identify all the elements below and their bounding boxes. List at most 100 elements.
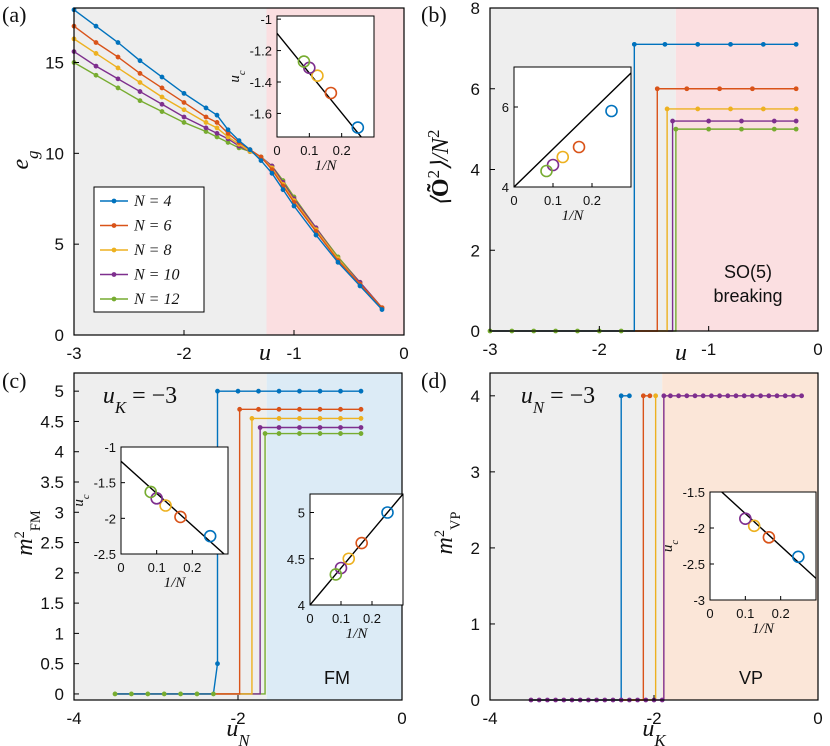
inset-b-point — [572, 140, 586, 154]
data-point-a — [115, 65, 121, 71]
inset-c1-ylabel: uc — [71, 494, 92, 507]
panel-c-ytick-label: 2 — [55, 564, 64, 583]
inset-c1-point — [203, 529, 217, 543]
inset-a-ytick-label: -1.6 — [250, 106, 272, 121]
data-point-a — [203, 105, 209, 111]
data-point-a — [269, 170, 275, 176]
data-point-c — [210, 691, 216, 697]
panel-b-xlabel: u — [675, 340, 687, 366]
inset-a-ytick-label: -1.4 — [250, 75, 272, 90]
inset-c1-ytick-label: -1 — [104, 440, 116, 455]
panel-b-xtick-label: 0 — [813, 340, 822, 359]
data-point-c — [358, 388, 364, 394]
inset-a-xtick-label: 0.2 — [333, 143, 351, 158]
data-point-d — [717, 393, 722, 399]
data-point-a — [159, 101, 165, 107]
data-point-a — [214, 125, 220, 131]
panel-d-xtick-label: 0 — [813, 709, 822, 728]
panel-a-xtick-label: -3 — [66, 344, 81, 363]
data-point-a — [203, 125, 209, 131]
panel-c-ylabel: m2FM — [12, 510, 44, 556]
data-point-c — [338, 416, 343, 421]
data-point-c — [215, 661, 220, 667]
panel-c-ytick-label: 5 — [55, 382, 64, 401]
inset-c2-fit-line — [310, 494, 403, 605]
data-point-a — [203, 120, 209, 125]
inset-d-point — [739, 512, 752, 525]
data-point-c — [358, 431, 364, 436]
data-point-a — [115, 40, 121, 45]
inset-c1-ytick-label: -2.5 — [94, 547, 116, 562]
panel-c-xlabel: uN — [226, 716, 250, 746]
data-point-d — [799, 393, 804, 399]
inset-a-ylabel: uc — [227, 70, 248, 83]
panel-d-xtick-label: -2 — [646, 709, 661, 728]
panel-a-xtick-label: -1 — [286, 344, 301, 363]
panel-c-ytick-label: 1.5 — [40, 594, 64, 613]
panel-c-label: (c) — [2, 368, 26, 393]
data-point-d — [661, 393, 667, 399]
data-point-c — [276, 416, 282, 421]
data-point-c — [276, 406, 282, 412]
inset-a-background — [276, 15, 375, 138]
data-point-c — [297, 425, 302, 430]
data-point-a — [357, 283, 363, 289]
data-point-c — [338, 406, 343, 412]
data-point-a — [93, 51, 99, 56]
legend-marker — [111, 198, 117, 204]
inset-c2-ytick-label: 4.5 — [287, 552, 305, 567]
data-point-a — [159, 74, 165, 80]
data-point-a — [313, 232, 319, 238]
data-point-c — [358, 425, 364, 430]
data-point-a — [137, 58, 143, 64]
inset-b-xtick-label: 0.2 — [583, 193, 601, 208]
data-point-c — [297, 416, 302, 421]
panel-b-xtick-label: -2 — [592, 340, 607, 359]
inset-d-point — [747, 519, 761, 533]
data-point-b — [793, 86, 799, 92]
panel-c-ytick-label: 1 — [55, 624, 64, 643]
data-point-a — [291, 203, 297, 209]
data-point-a — [280, 187, 286, 193]
legend-entry: N = 8 — [133, 242, 171, 259]
data-point-c — [317, 388, 323, 394]
data-point-d — [741, 393, 747, 399]
panel-b-label: (b) — [421, 2, 447, 27]
inset-d-background — [709, 491, 817, 601]
data-point-d — [653, 393, 659, 399]
panel-a-xtick-label: 0 — [399, 344, 408, 363]
data-point-c — [262, 431, 268, 436]
legend-marker — [111, 223, 117, 228]
data-point-c — [128, 691, 134, 697]
data-point-b — [728, 106, 733, 112]
data-point-b — [631, 41, 637, 47]
data-point-c — [317, 431, 323, 436]
data-point-c — [338, 425, 343, 430]
data-point-a — [225, 127, 231, 133]
inset-a-point — [324, 86, 338, 100]
data-point-d — [692, 393, 698, 399]
inset-c1-ytick-label: -1.5 — [94, 476, 116, 491]
data-point-a — [214, 130, 220, 136]
data-point-a — [137, 98, 143, 104]
inset-b-point — [556, 150, 570, 164]
region-label-vp: VP — [739, 668, 763, 688]
panel-a-ytick-label: 15 — [45, 54, 64, 73]
data-point-b — [670, 118, 675, 124]
inset-d-point — [762, 531, 776, 544]
data-point-a — [379, 307, 385, 312]
data-point-b — [662, 41, 668, 47]
data-point-d — [791, 393, 796, 399]
inset-b-point — [605, 104, 618, 118]
panel-d-ytick-label: 2 — [471, 539, 480, 558]
inset-c2-point — [329, 568, 343, 581]
data-point-b — [793, 126, 799, 132]
panel-d-xlabel: uK — [642, 716, 666, 746]
data-point-a — [236, 138, 242, 144]
data-point-b — [695, 106, 701, 112]
data-point-c — [112, 691, 118, 697]
legend-marker — [111, 272, 117, 277]
data-point-b — [793, 118, 799, 124]
panel-c-xtick-label: 0 — [397, 709, 406, 728]
inset-b-xlabel: 1/N — [562, 208, 585, 224]
